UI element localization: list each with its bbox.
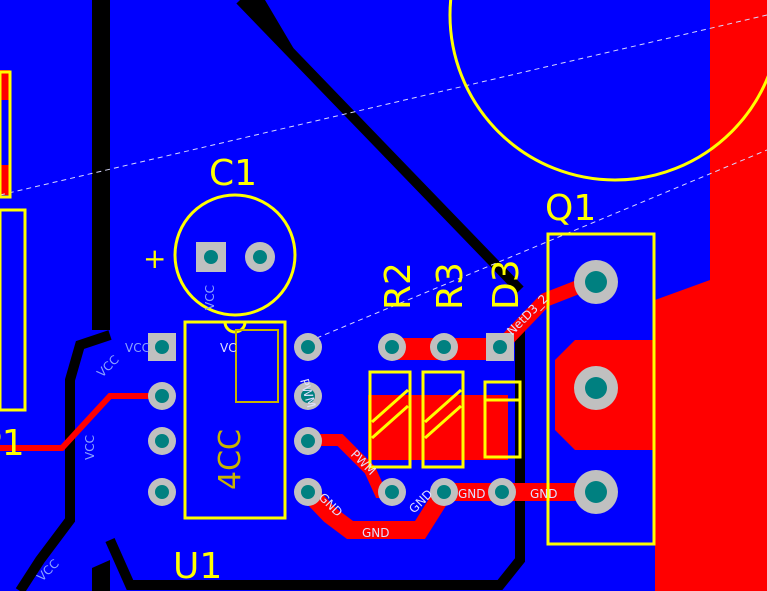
ratsnest-lines xyxy=(0,14,767,346)
designator-p1-partial: P1 xyxy=(0,423,25,464)
silkscreen xyxy=(0,0,767,546)
net-label-vcc-2: VCC xyxy=(125,341,150,355)
net-label-gnd-5: GND xyxy=(530,487,558,501)
net-label-vcc-5: VCC xyxy=(203,285,217,310)
net-label-gnd-4: GND xyxy=(458,487,486,501)
net-label-vc: VC xyxy=(220,341,237,355)
designator-u1: U1 xyxy=(173,546,222,587)
net-label-gnd-2: GND xyxy=(362,526,390,540)
designator-q1: Q1 xyxy=(545,188,596,229)
designator-c1: C1 xyxy=(209,153,257,194)
net-label-vcc-3: VCC xyxy=(83,435,97,460)
chip-marking: 4CC xyxy=(213,429,248,490)
designator-d3: D3 xyxy=(486,259,527,310)
pads[interactable] xyxy=(148,242,618,514)
polarity-plus: + xyxy=(143,242,166,275)
designator-r3: R3 xyxy=(430,262,471,310)
designator-r2: R2 xyxy=(378,262,419,310)
